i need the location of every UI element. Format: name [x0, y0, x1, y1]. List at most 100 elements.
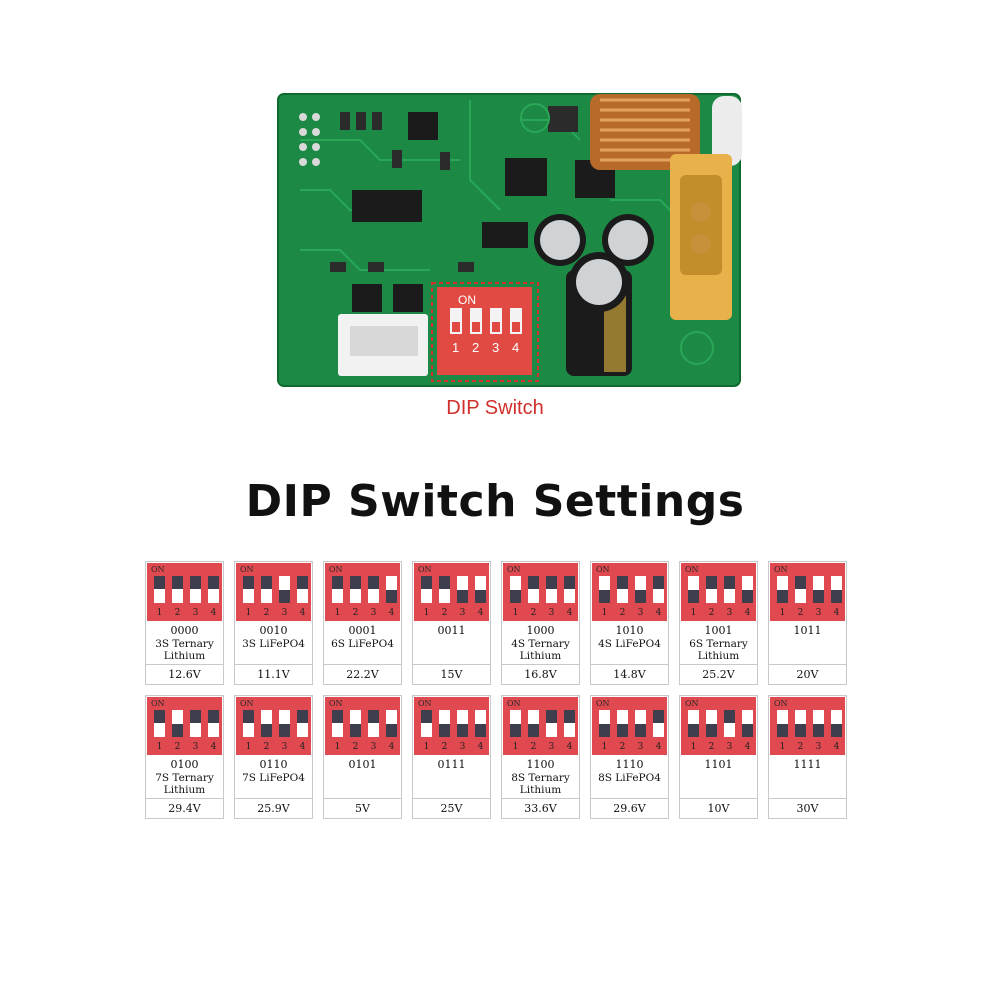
- switch-number: 4: [477, 742, 484, 752]
- switch-slot: [297, 710, 308, 737]
- pcb-switch-num-1: 1: [452, 340, 459, 355]
- switch-number: 3: [281, 608, 288, 618]
- switch-slot: [599, 576, 610, 603]
- switch-number: 1: [334, 742, 341, 752]
- setting-description-line: Lithium: [163, 784, 206, 796]
- switch-number: 1: [156, 742, 163, 752]
- switch-knob: [350, 724, 361, 737]
- switch-knob: [688, 590, 699, 603]
- switch-slot: [457, 576, 468, 603]
- switch-knob: [172, 576, 183, 589]
- pcb-switch-num-4: 4: [512, 340, 519, 355]
- switch-number: 2: [797, 742, 804, 752]
- setting-description: 4S LiFePO4: [591, 638, 668, 650]
- switch-slot: [243, 576, 254, 603]
- setting-description-line: 6S LiFePO4: [331, 638, 394, 650]
- pcb-dip-switch: ON 1 2 3 4: [437, 287, 532, 375]
- pcb-switch-num-2: 2: [472, 340, 479, 355]
- switch-knob: [795, 576, 806, 589]
- switch-number: 1: [156, 608, 163, 618]
- card-divider: [680, 798, 757, 799]
- setting-code: 1011: [793, 624, 822, 637]
- setting-code: 0100: [170, 758, 199, 771]
- switch-slot: [439, 710, 450, 737]
- card-divider: [235, 664, 312, 665]
- switch-knob: [208, 576, 219, 589]
- setting-code: 1010: [615, 624, 644, 637]
- switch-on-label: ON: [507, 699, 521, 708]
- switch-knob: [208, 710, 219, 723]
- switch-slot: [528, 576, 539, 603]
- switch-slot: [475, 710, 486, 737]
- card-divider: [769, 798, 846, 799]
- dip-switch-caption: DIP Switch: [446, 397, 544, 419]
- switch-knob: [190, 710, 201, 723]
- switch-number: 1: [245, 608, 252, 618]
- switch-knob: [599, 724, 610, 737]
- pcb-switch-on-label: ON: [458, 293, 476, 307]
- setting-code: 0111: [437, 758, 466, 771]
- switch-number: 1: [779, 742, 786, 752]
- switch-on-label: ON: [685, 699, 699, 708]
- switch-slot: [777, 710, 788, 737]
- pcb-photo: ON 1 2 3 4: [277, 93, 742, 387]
- switch-number: 2: [263, 608, 270, 618]
- setting-description-line: Lithium: [163, 650, 206, 662]
- switch-slot: [546, 576, 557, 603]
- switch-number: 4: [210, 742, 217, 752]
- setting-code: 1100: [526, 758, 555, 771]
- card-divider: [413, 664, 490, 665]
- switch-number: 2: [708, 742, 715, 752]
- switch-slot: [279, 710, 290, 737]
- switch-knob: [154, 710, 165, 723]
- switch-knob: [617, 724, 628, 737]
- switch-number: 3: [281, 742, 288, 752]
- switch-slot: [831, 710, 842, 737]
- switch-slot: [564, 576, 575, 603]
- card-divider: [235, 798, 312, 799]
- switch-knob: [635, 724, 646, 737]
- setting-code: 0101: [348, 758, 377, 771]
- switch-knob: [475, 590, 486, 603]
- switch-knob: [706, 724, 717, 737]
- switch-slot: [457, 710, 468, 737]
- switch-number: 2: [708, 608, 715, 618]
- switch-number: 3: [815, 608, 822, 618]
- switch-slot: [617, 576, 628, 603]
- transistor-2: [393, 284, 423, 312]
- switch-slot: [297, 576, 308, 603]
- pcb-switch-num-3: 3: [492, 340, 499, 355]
- setting-description-line: 4S Ternary: [511, 638, 570, 650]
- card-divider: [591, 664, 668, 665]
- switch-slot: [813, 710, 824, 737]
- switch-slot: [350, 710, 361, 737]
- mounting-hole: [520, 103, 550, 133]
- switch-knob: [190, 576, 201, 589]
- white-connector: [338, 314, 428, 376]
- setting-voltage: 29.6V: [613, 802, 646, 815]
- setting-code: 1101: [704, 758, 733, 771]
- setting-code: 1110: [615, 758, 644, 771]
- switch-number: 2: [352, 742, 359, 752]
- switch-number: 4: [477, 608, 484, 618]
- mounting-hole: [680, 331, 714, 365]
- switch-knob: [261, 576, 272, 589]
- switch-slot: [439, 576, 450, 603]
- pin-header: [299, 113, 320, 166]
- switch-knob: [742, 724, 753, 737]
- switch-number: 4: [833, 608, 840, 618]
- switch-slot: [154, 576, 165, 603]
- setting-voltage: 10V: [707, 802, 730, 815]
- switch-knob: [421, 576, 432, 589]
